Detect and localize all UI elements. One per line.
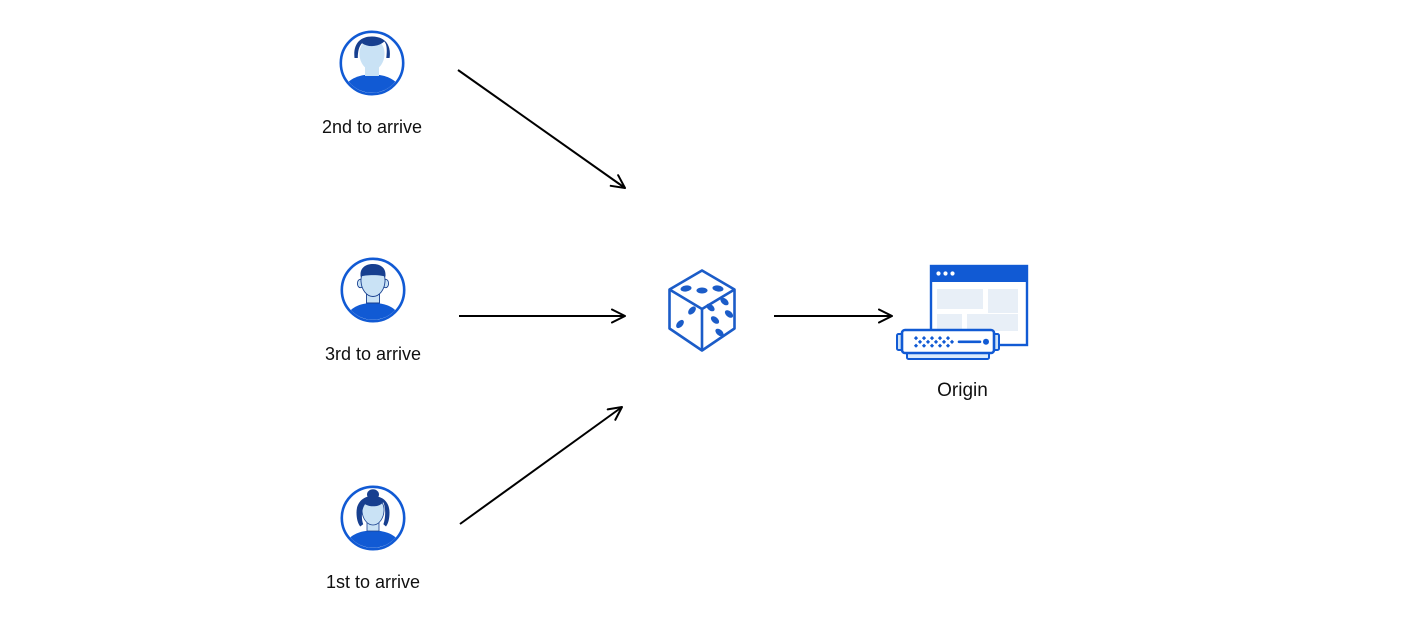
user-node-3rd: 3rd to arrive: [303, 257, 443, 365]
origin-server-browser-icon: [896, 264, 1029, 360]
user-label-2nd: 2nd to arrive: [321, 117, 423, 137]
arrow-user2-to-dice: [457, 69, 626, 189]
dice-node: [667, 268, 737, 353]
user-node-1st: 1st to arrive: [303, 485, 443, 593]
user-label-3rd: 3rd to arrive: [324, 344, 422, 364]
server-icon: [896, 328, 1000, 360]
origin-label: Origin: [937, 380, 988, 401]
dice-icon: [668, 269, 736, 352]
male-short-hair-avatar-icon: [340, 257, 406, 323]
male-swept-hair-avatar-icon: [339, 30, 405, 96]
origin-node: Origin: [895, 262, 1030, 402]
user-label-1st: 1st to arrive: [325, 572, 421, 592]
server-led-dot: [983, 338, 989, 345]
female-bun-avatar-icon: [340, 485, 406, 551]
user-node-2nd: 2nd to arrive: [302, 30, 442, 138]
arrow-user1-to-dice: [459, 406, 623, 525]
